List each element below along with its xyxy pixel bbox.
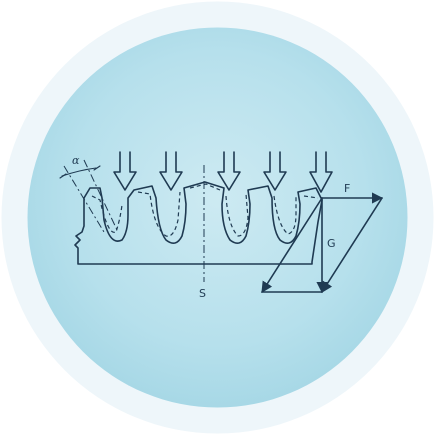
angle-alpha-label: α — [72, 154, 80, 167]
comb-body-outline — [74, 181, 323, 265]
angle-tick-left — [59, 173, 67, 179]
press-arrow-2 — [159, 151, 183, 191]
deformed-profile-dashed — [91, 183, 319, 237]
press-arrow-5 — [309, 151, 333, 193]
force-g-label: G — [327, 237, 336, 250]
parallelogram-side-right — [321, 197, 383, 293]
press-arrow-1 — [113, 151, 137, 191]
background-disc — [27, 27, 408, 408]
angle-tick-right — [93, 165, 101, 171]
angle-line-1 — [63, 165, 105, 233]
force-f-label: F — [344, 182, 350, 195]
press-arrow-4 — [263, 151, 287, 191]
angle-line-2 — [83, 159, 119, 233]
axis-s-label: S — [199, 287, 206, 300]
resultant-vector — [261, 197, 323, 293]
press-arrow-3 — [217, 151, 241, 191]
